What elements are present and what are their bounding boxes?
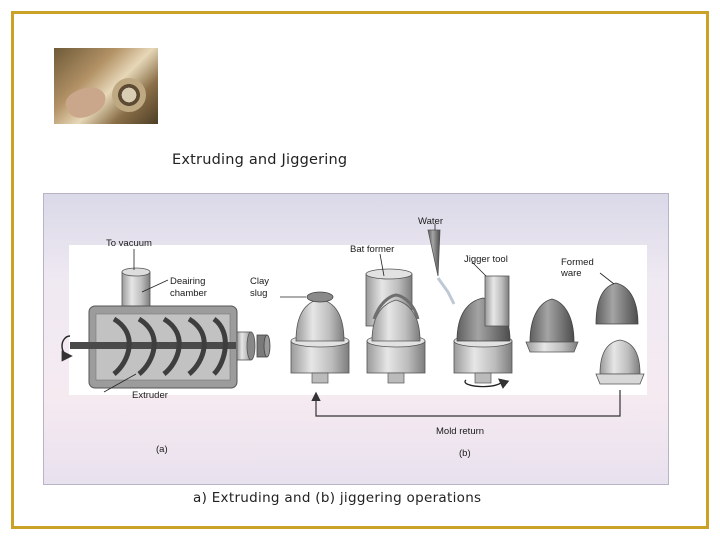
jigger-station-2: [365, 268, 426, 384]
label-chamber: chamber: [170, 288, 207, 299]
label-to-vacuum: To vacuum: [106, 238, 152, 249]
clay-slug-disc: [306, 291, 334, 303]
water-nozzle: [427, 229, 441, 277]
diagram-svg: To vacuum Deairing chamber Clay slug Ext…: [61, 216, 647, 459]
label-clay: Clay: [250, 276, 269, 287]
jigger-station-3: [427, 229, 513, 389]
label-ware: ware: [560, 268, 582, 279]
jigger-station-1: [290, 291, 350, 384]
jigger-tool-shape: [484, 275, 510, 327]
label-bat-former: Bat former: [350, 244, 394, 255]
wheel-shape: [112, 78, 146, 112]
label-extruder: Extruder: [132, 390, 168, 401]
formed-ware-pieces: [525, 282, 645, 385]
extruder-assembly: [61, 267, 271, 389]
screw-helix: [112, 316, 228, 376]
label-formed: Formed: [561, 257, 594, 268]
label-slug: slug: [250, 288, 267, 299]
label-water: Water: [418, 216, 443, 227]
hand-shape: [61, 80, 111, 124]
label-part-b: (b): [459, 448, 471, 459]
slide-title: Extruding and Jiggering: [172, 152, 348, 168]
extruding-jiggering-diagram: To vacuum Deairing chamber Clay slug Ext…: [43, 193, 669, 485]
pottery-wheel-photo: [54, 48, 158, 124]
label-mold-return: Mold return: [436, 426, 484, 437]
label-part-a: (a): [156, 444, 168, 455]
rotation-arrow-icon-2: [464, 378, 510, 389]
rotation-arrow-icon: [61, 335, 73, 362]
figure-caption: a) Extruding and (b) jiggering operation…: [193, 490, 482, 506]
label-jigger-tool: Jigger tool: [464, 254, 508, 265]
label-deairing: Deairing: [170, 276, 205, 287]
mold-return-arrow: [311, 390, 621, 417]
